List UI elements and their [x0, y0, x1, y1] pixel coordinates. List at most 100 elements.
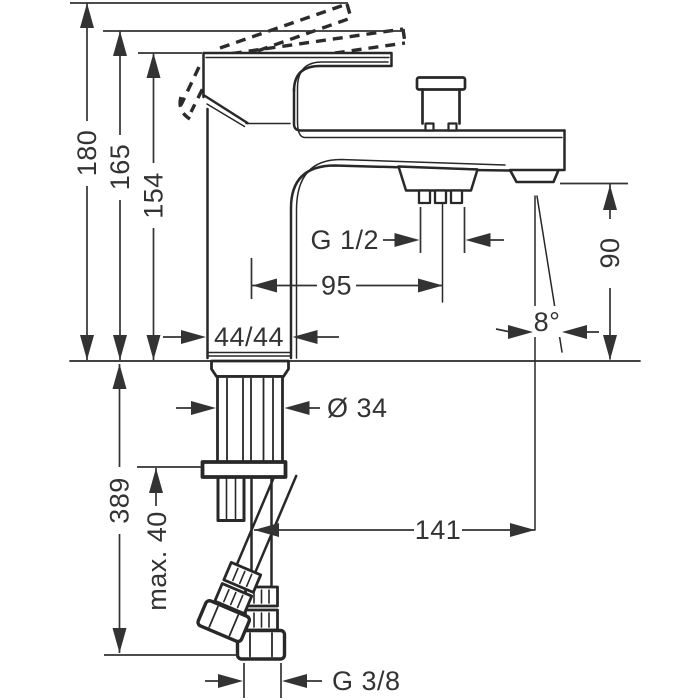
arrowhead-right: [181, 330, 206, 344]
diverter-knob-sides: [421, 88, 461, 125]
arrowhead-right: [508, 325, 533, 339]
threaded-rod-lines: [225, 478, 237, 520]
dim-label-34: Ø 34: [327, 393, 388, 423]
dim-shank-diameter-34: [176, 401, 320, 415]
arrowhead-down: [146, 335, 161, 360]
dim-label-165: 165: [105, 144, 135, 191]
dimensions: 180 165 154 389 max. 40 90 95 44/44 Ø 34…: [70, 2, 628, 698]
arrowhead-right: [394, 233, 420, 247]
dim-line: [137, 466, 202, 506]
arrowhead-up: [603, 185, 617, 210]
faucet-drawing: [69, 2, 641, 661]
dim-label-8deg: 8°: [534, 307, 561, 337]
arrowhead-left: [252, 278, 277, 293]
dim-label-141: 141: [415, 515, 462, 545]
dim-label-180: 180: [72, 130, 102, 177]
arrowhead-left: [284, 401, 310, 415]
connector-rib-1: [417, 189, 432, 205]
arrowhead-left: [292, 330, 318, 344]
front-face-and-spout-top: [292, 87, 566, 132]
dim-line: [205, 663, 322, 698]
handle-lever: [202, 51, 563, 139]
dim-mounting-thickness-max40: [137, 466, 202, 506]
shank-thread-lines: [226, 377, 274, 462]
dim-thread-g12: [383, 207, 504, 253]
arrowhead-left: [254, 523, 279, 537]
arrowhead-right: [191, 401, 216, 415]
arrowhead-left: [562, 325, 587, 339]
arrowhead-right: [418, 278, 443, 293]
hose-angled-nut-facets: [208, 605, 240, 637]
arrowhead-up: [146, 53, 161, 78]
spout-fill: [291, 89, 565, 208]
arrowhead-left: [282, 674, 307, 688]
dim-label-95: 95: [321, 271, 352, 301]
dim-label-44: 44/44: [214, 322, 284, 352]
diverter-knob: [415, 76, 467, 132]
dim-spout-angle-8: [495, 306, 599, 339]
handle-raised-high-top: [219, 2, 348, 50]
arrowhead-up: [80, 3, 94, 28]
body-right-edge-and-spout-underside: [289, 164, 479, 360]
hose-angled-braid-texture: [223, 567, 253, 609]
label-mask: [533, 306, 562, 337]
dim-spout-reach-95: [250, 258, 443, 299]
handle-underside-inner-line: [296, 61, 563, 139]
dim-height-165: [113, 31, 127, 360]
base-joint-lines: [207, 351, 292, 357]
shower-hose-connector: [397, 165, 479, 205]
faucet-body: [202, 87, 566, 360]
dim-line: [383, 207, 504, 253]
diverter-knob-foot-left: [424, 122, 435, 132]
dim-label-154: 154: [139, 172, 169, 219]
arrowhead-down: [113, 335, 127, 360]
hose-straight-braid-texture: [253, 589, 270, 628]
arrowhead-up: [113, 31, 127, 56]
handle-raised-mid-top: [214, 27, 404, 58]
dim-label-g12: G 1/2: [310, 225, 379, 255]
supply-hose-angled: [196, 466, 298, 644]
handle-raised-high-tip: [345, 3, 353, 19]
diverter-knob-cap: [415, 76, 467, 91]
aerator-outlet: [508, 168, 560, 184]
arrowhead-right: [218, 674, 243, 688]
mounting-washer: [200, 460, 288, 479]
mounting-shank: [216, 375, 284, 464]
shoulder-chamfer-inner: [206, 103, 246, 128]
arrowhead-right: [510, 523, 535, 537]
dim-line: [495, 328, 599, 333]
arrowhead-left: [465, 233, 491, 247]
diverter-knob-foot-right: [447, 122, 458, 132]
handle-swing-arc: [178, 96, 191, 121]
dim-label-389: 389: [105, 477, 135, 524]
dim-label-90: 90: [595, 237, 625, 268]
hose-angled-tube: [235, 466, 298, 574]
shoulder-chamfer-outer: [202, 93, 249, 125]
connector-body: [397, 165, 479, 192]
connector-rib-2: [433, 189, 448, 205]
supply-hose-straight: [235, 475, 287, 661]
handle-outline: [202, 51, 393, 99]
hose-angled-nut: [196, 599, 252, 644]
dim-body-width-44: [163, 330, 339, 344]
arrowhead-up: [112, 364, 127, 389]
arrowhead-down: [112, 628, 127, 653]
handle-down-position-line1: [179, 66, 201, 106]
body-fill: [203, 95, 291, 358]
dim-hose-length-389: [104, 364, 237, 656]
mounting-assembly: [196, 359, 298, 661]
dim-height-154: [146, 53, 161, 360]
arrowhead-down: [603, 335, 617, 360]
spout-inner-line: [295, 158, 506, 359]
dim-label-max40: max. 40: [142, 511, 172, 611]
dim-label-g38: G 3/8: [332, 666, 401, 696]
dim-spout-height-90: [560, 182, 628, 360]
dim-thread-g38: [205, 663, 322, 698]
base-escutcheon: [210, 359, 290, 378]
spout-end-cap: [557, 129, 566, 172]
hose-straight-nut-facets: [249, 632, 273, 658]
dim-outlet-offset-141: [254, 523, 535, 537]
threaded-rod: [216, 475, 246, 522]
